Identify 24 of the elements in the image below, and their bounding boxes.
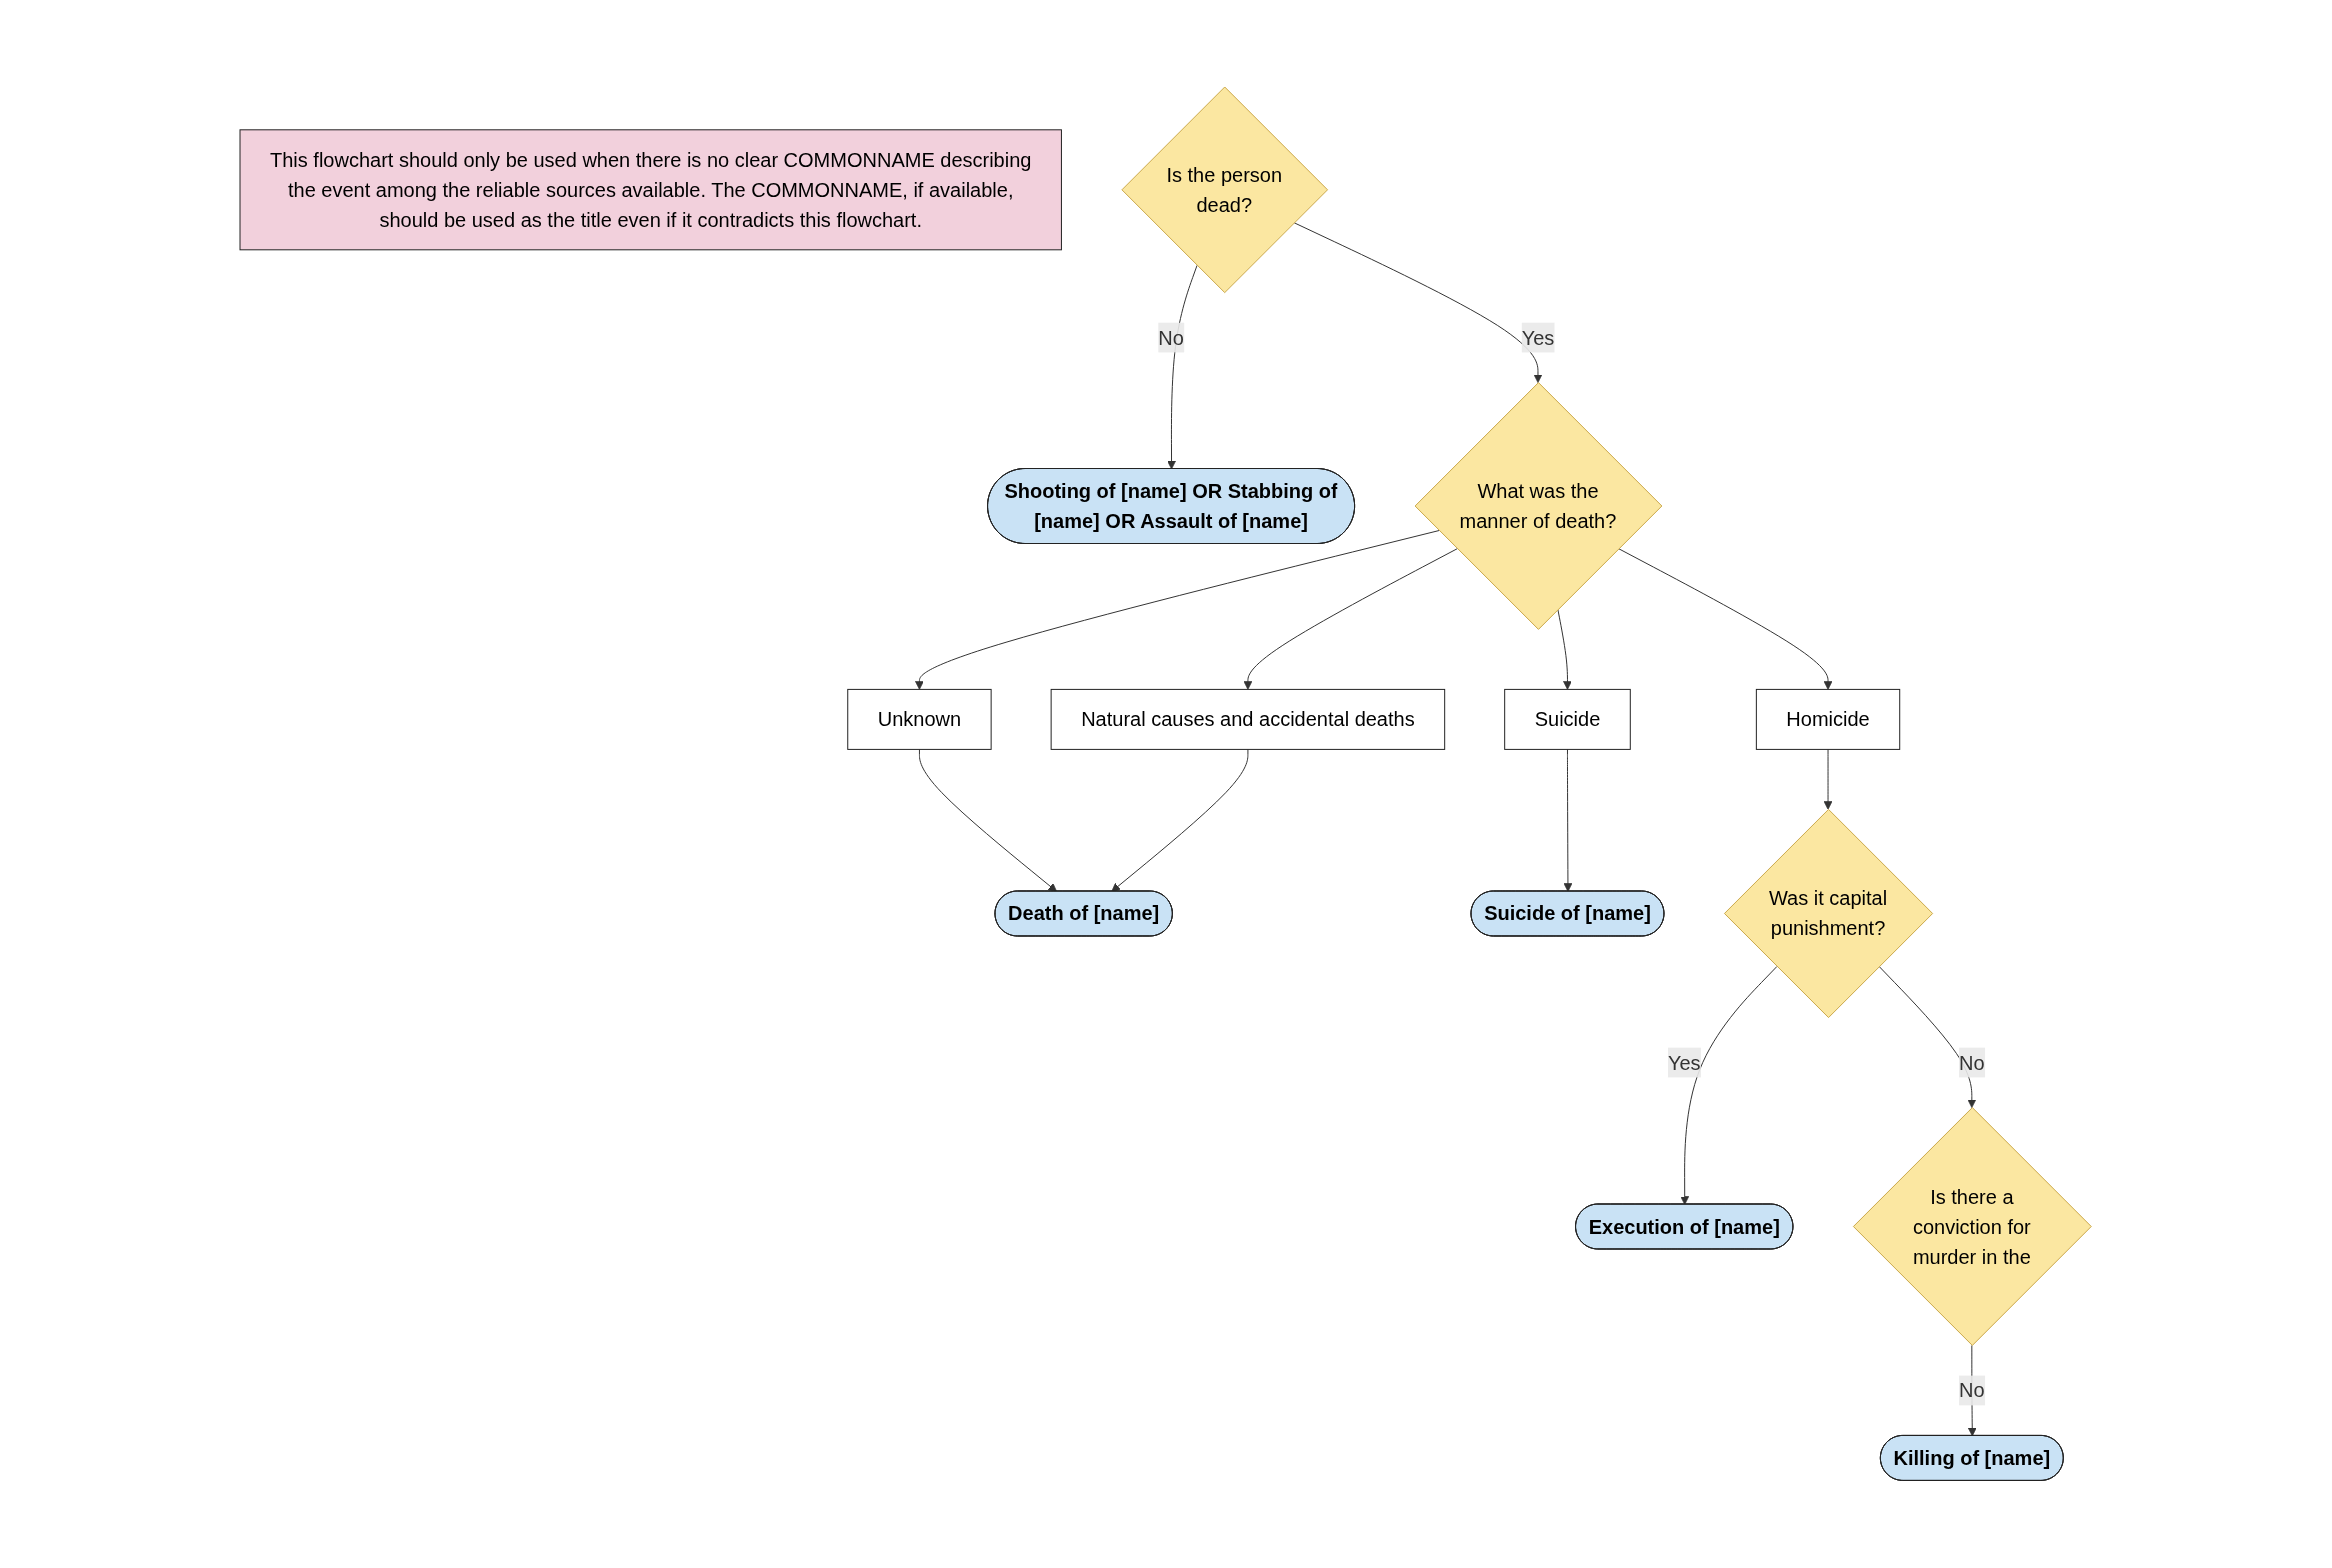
arrow xyxy=(1824,749,1833,811)
edge-label: No xyxy=(1158,326,1185,349)
node-diamond: Is the person dead? xyxy=(1121,86,1329,294)
arrow xyxy=(1563,749,1573,893)
node-box: Natural causes and accidental deaths xyxy=(1051,689,1446,751)
edge-label: Yes xyxy=(1668,1051,1701,1074)
node-diamond: Was it capital punishment? xyxy=(1724,809,1934,1019)
arrow xyxy=(1680,966,1778,1206)
node-diamond: Is there a conviction for murder in the xyxy=(1853,1107,2093,1347)
node-diamond: What was the manner of death? xyxy=(1414,382,1663,631)
arrow xyxy=(919,749,1058,893)
node-box: This flowchart should only be used when there is no clear COMMONNAME describing the event among the reliable sources available. The COMMONNAME, if available, should be used as the title even if it contradicts this flowchart. xyxy=(239,129,1063,251)
arrow xyxy=(915,530,1440,691)
node-box: Homicide xyxy=(1756,689,1901,751)
edge-label: Yes xyxy=(1522,326,1555,349)
edge-label: No xyxy=(1959,1379,1985,1402)
edge-label: No xyxy=(1959,1051,1985,1074)
arrow xyxy=(1294,222,1543,384)
arrow xyxy=(1111,749,1249,893)
arrow xyxy=(1557,609,1573,691)
arrow xyxy=(1243,548,1459,691)
node-box: Unknown xyxy=(847,689,992,751)
arrow xyxy=(1879,966,1977,1109)
node-box: Suicide xyxy=(1504,689,1632,751)
